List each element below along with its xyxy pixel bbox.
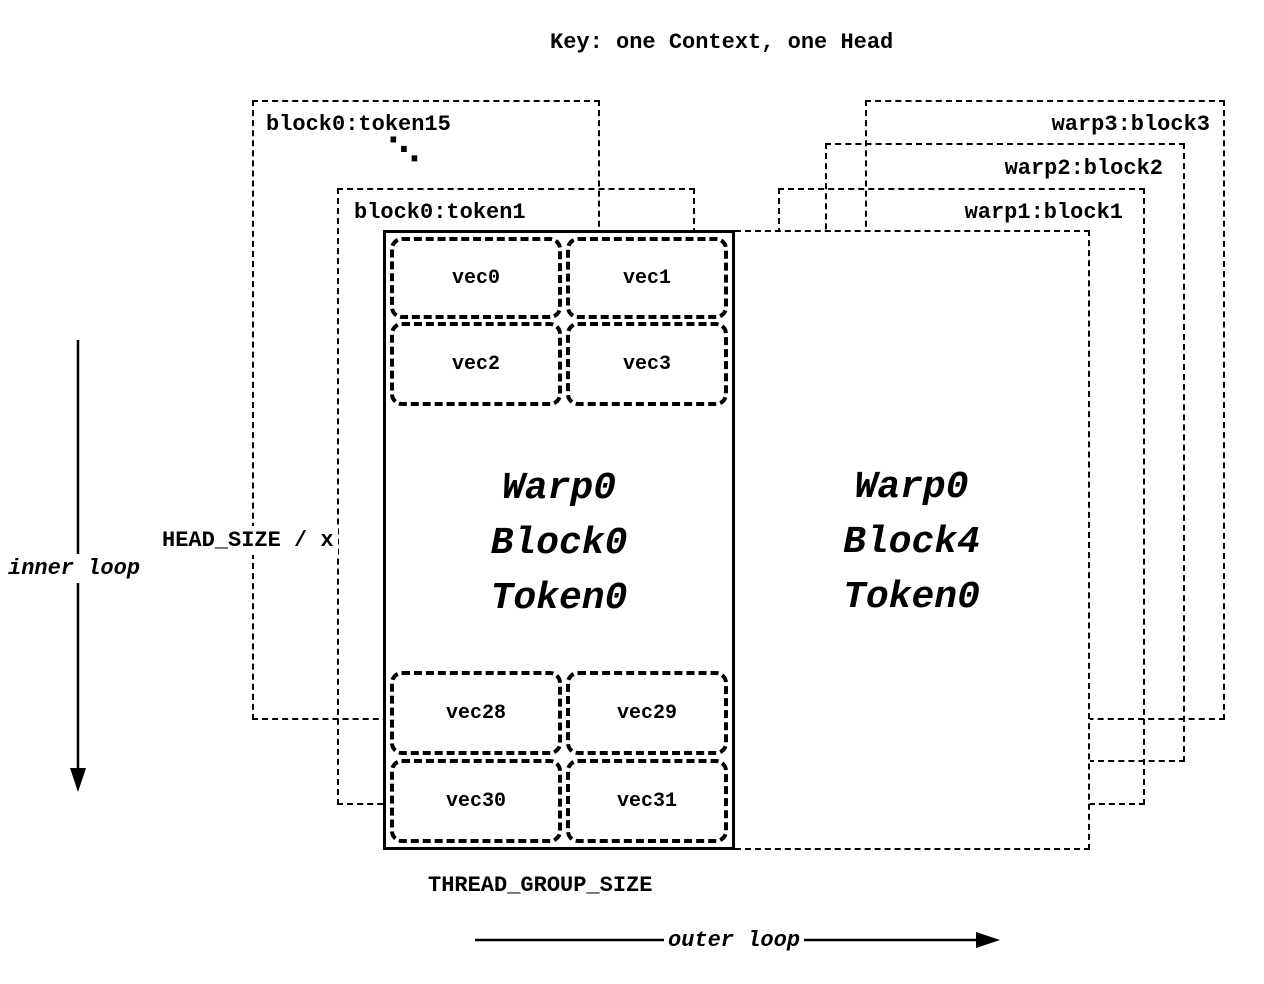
right-block-line-token: Token0 xyxy=(843,576,980,619)
warp0-block0-token0-box: vec0 vec1 vec2 vec3 vec28 vec29 vec30 ve… xyxy=(383,230,735,850)
warp0-block0-token0-text: Warp0 Block0 Token0 xyxy=(386,461,732,626)
inner-loop-label: inner loop xyxy=(4,554,145,583)
vec31-cell: vec31 xyxy=(566,759,728,843)
main-block-line-warp: Warp0 xyxy=(501,467,617,510)
token1-label: block0:token1 xyxy=(354,200,526,225)
vec1-cell: vec1 xyxy=(566,237,728,319)
inner-loop-arrowhead-icon xyxy=(70,768,86,792)
warp1-block1-label: warp1:block1 xyxy=(964,200,1123,225)
vec2-cell: vec2 xyxy=(390,322,562,406)
head-size-label: HEAD_SIZE / x xyxy=(158,526,338,555)
main-block-line-block: Block0 xyxy=(490,522,628,565)
outer-loop-label: outer loop xyxy=(664,926,805,955)
warp0-block4-token0-text: Warp0 Block4 Token0 xyxy=(735,460,1088,625)
vec30-cell: vec30 xyxy=(390,759,562,843)
vec0-cell: vec0 xyxy=(390,237,562,319)
diagonal-ellipsis: ⋱ xyxy=(388,130,420,168)
main-block-line-token: Token0 xyxy=(490,577,628,620)
right-block-line-block: Block4 xyxy=(843,521,980,564)
vec28-cell: vec28 xyxy=(390,671,562,755)
vec29-cell: vec29 xyxy=(566,671,728,755)
right-block-line-warp: Warp0 xyxy=(854,466,969,509)
outer-loop-arrowhead-icon xyxy=(976,932,1000,948)
thread-group-size-label: THREAD_GROUP_SIZE xyxy=(424,871,657,900)
vec3-cell: vec3 xyxy=(566,322,728,406)
diagram-title: Key: one Context, one Head xyxy=(550,30,894,55)
warp3-block3-label: warp3:block3 xyxy=(1051,112,1210,137)
token15-label: block0:token15 xyxy=(266,112,451,137)
warp2-block2-label: warp2:block2 xyxy=(1004,156,1163,181)
warp0-block4-token0-box: Warp0 Block4 Token0 xyxy=(735,230,1090,850)
